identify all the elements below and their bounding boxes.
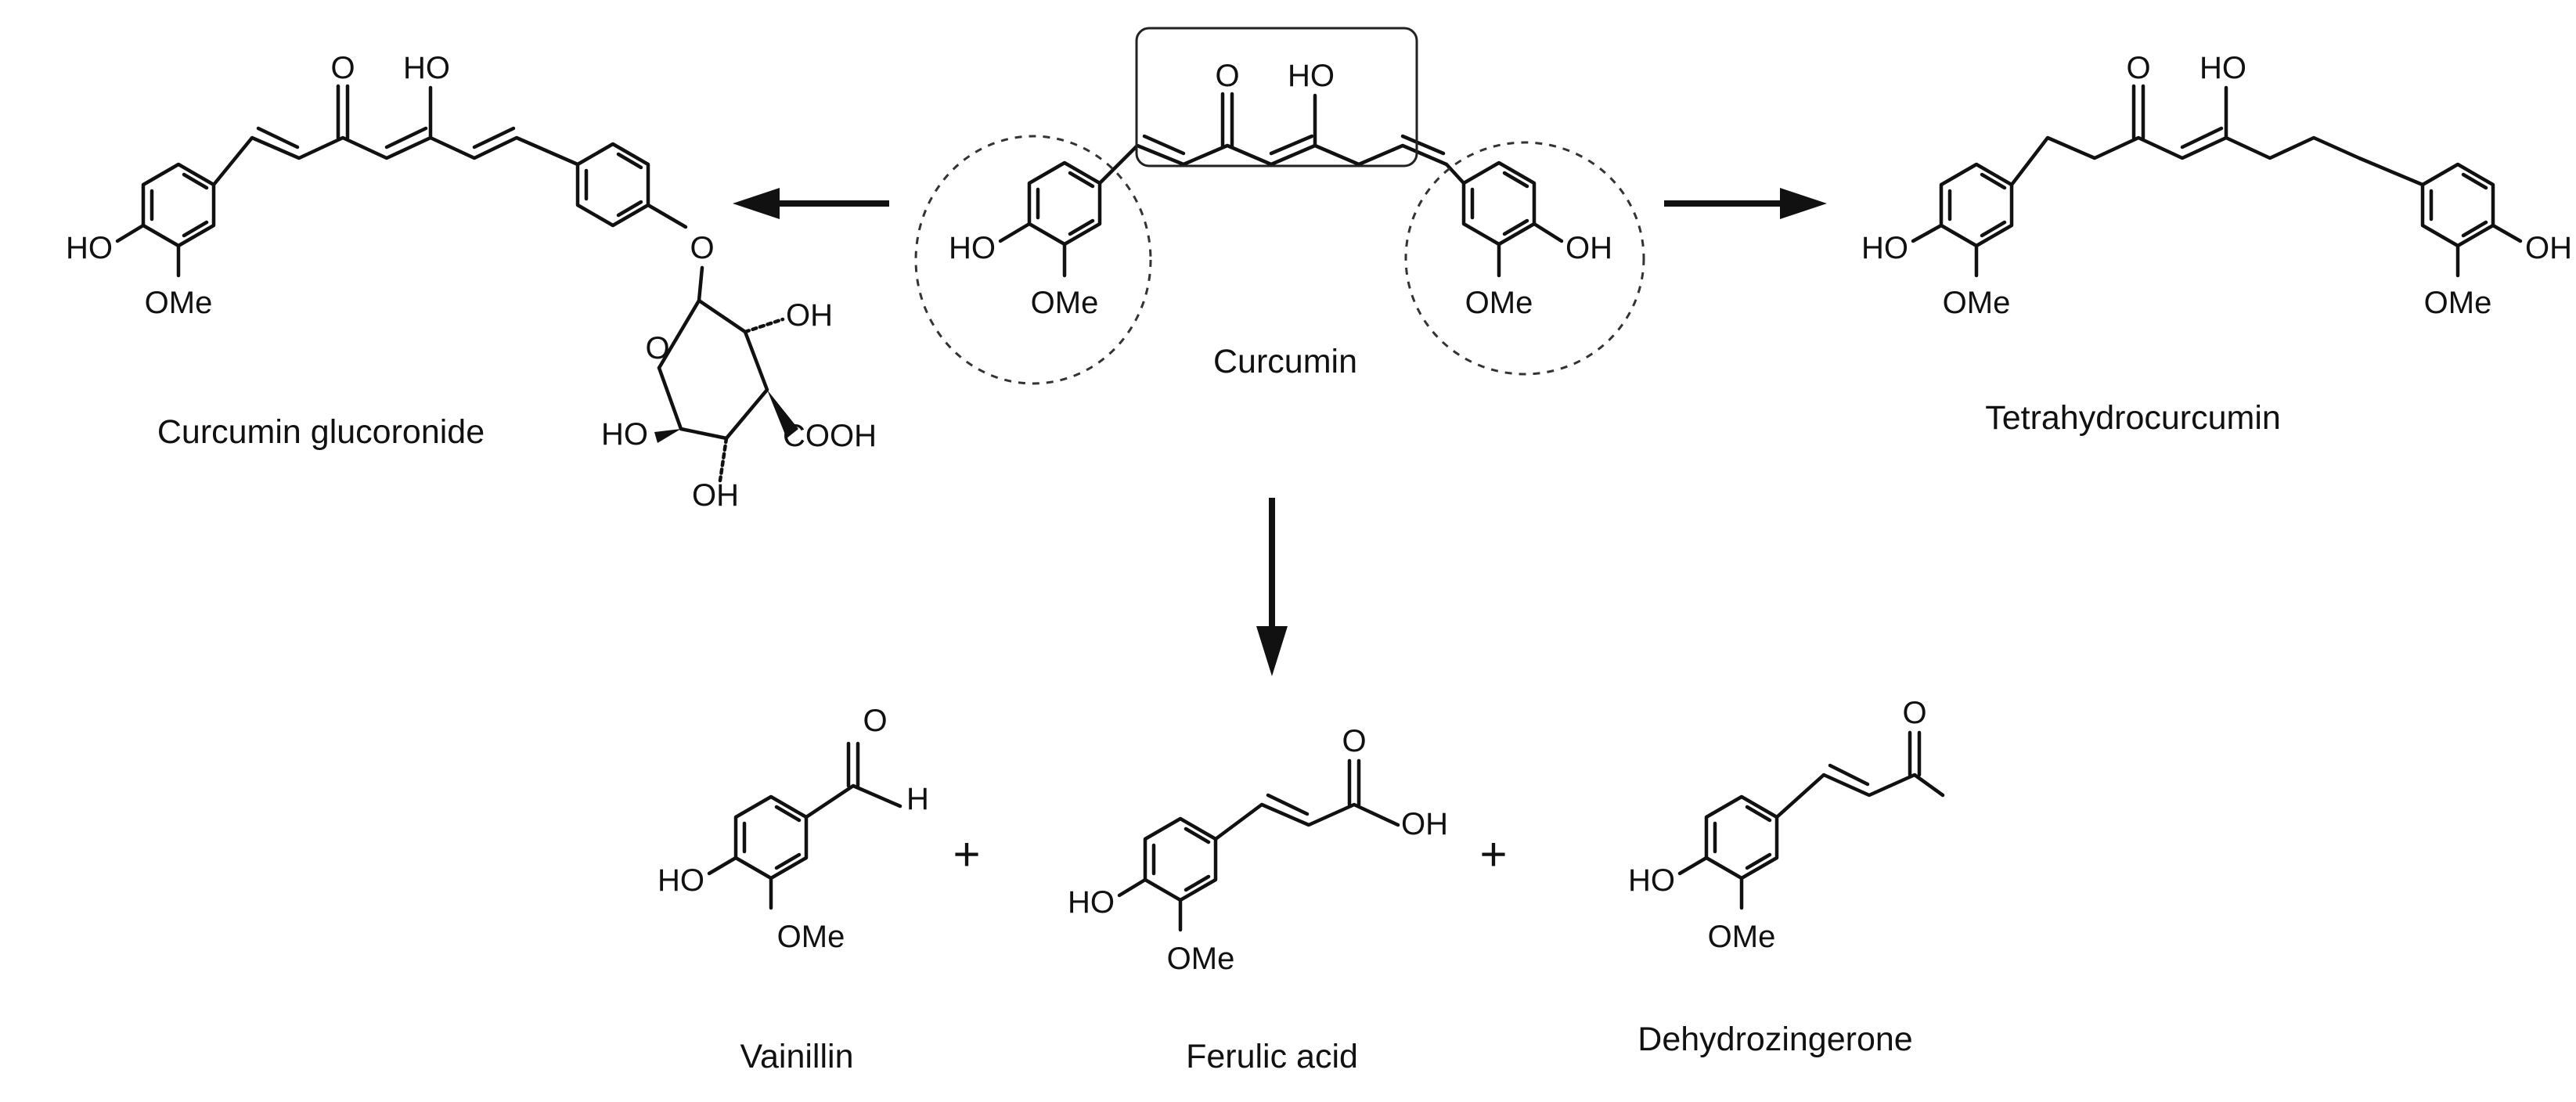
vanillin-ome: OMe <box>777 920 845 954</box>
vanillin-oh: HO <box>658 863 704 898</box>
curcumin-right-oh: OH <box>1565 231 1612 265</box>
glucuronide-ring-o: O <box>645 331 669 366</box>
vanillin-structure: O H HO OMe Vainillin <box>658 704 929 1075</box>
thc-right-oh: OH <box>2525 231 2572 265</box>
glucuronide-oh: HO <box>66 231 113 265</box>
dehydrozingerone-oh: HO <box>1628 863 1675 898</box>
central-chain-highlight-box <box>1135 27 1418 167</box>
thc-right-ome: OMe <box>2424 286 2492 320</box>
vanillin-o: O <box>863 704 887 738</box>
glucuronide-c5-oh: HO <box>601 417 648 452</box>
dehydrozingerone-structure: O HO OMe Dehydrozingerone <box>1628 696 1945 1058</box>
ferulic-o: O <box>1342 724 1366 758</box>
left-aryl-highlight-circle <box>914 135 1152 385</box>
thc-name: Tetrahydrocurcumin <box>1985 399 2281 437</box>
glucuronide-cooh: COOH <box>783 419 877 453</box>
curcumin-enol-oh: HO <box>1288 59 1335 93</box>
glucuronide-c4-oh: OH <box>692 478 739 513</box>
thc-keto-o: O <box>2126 51 2150 85</box>
tetrahydrocurcumin-structure: O HO HO OMe OH OMe Tetrahydrocurcumin <box>1861 51 2572 437</box>
ferulic-ome: OMe <box>1167 942 1235 976</box>
curcumin-left-ome: OMe <box>1031 286 1099 320</box>
curcumin-name: Curcumin <box>1213 343 1357 380</box>
curcumin-left-oh: HO <box>949 231 996 265</box>
glucuronide-link-o: O <box>690 231 714 265</box>
glucuronide-ome: OMe <box>145 286 213 320</box>
arrow-right <box>1664 188 1827 219</box>
dehydrozingerone-ome: OMe <box>1708 920 1776 954</box>
arrow-left <box>733 188 889 219</box>
glucuronide-enol-oh: HO <box>403 51 450 85</box>
ferulic-acid-oh: OH <box>1401 807 1448 841</box>
dehydrozingerone-name: Dehydrozingerone <box>1637 1021 1912 1058</box>
right-aryl-highlight-circle <box>1404 141 1645 376</box>
ferulic-oh: HO <box>1068 885 1115 920</box>
vanillin-h: H <box>906 782 929 816</box>
glucuronide-c2-oh: OH <box>786 298 833 333</box>
thc-left-ome: OMe <box>1943 286 2011 320</box>
ferulic-name: Ferulic acid <box>1186 1038 1358 1075</box>
glucuronide-structure: O HO HO OMe O O OH HO OH COOH Curcumin g… <box>66 51 877 513</box>
curcumin-keto-o: O <box>1215 59 1239 93</box>
thc-enol-oh: HO <box>2200 51 2246 85</box>
glucuronide-name: Curcumin glucoronide <box>157 413 485 451</box>
arrow-down <box>1256 498 1288 676</box>
curcumin-structure: O HO HO OMe OH OMe Curcumin <box>914 27 1645 385</box>
glucuronide-keto-o: O <box>330 51 355 85</box>
curcumin-right-ome: OMe <box>1465 286 1533 320</box>
plus-sign-2: + <box>1479 828 1507 881</box>
plus-sign-1: + <box>953 828 980 881</box>
thc-left-oh: HO <box>1861 231 1908 265</box>
ferulic-acid-structure: O OH HO OMe Ferulic acid <box>1068 724 1448 1075</box>
dehydrozingerone-o: O <box>1902 696 1926 730</box>
vanillin-name: Vainillin <box>740 1038 854 1075</box>
